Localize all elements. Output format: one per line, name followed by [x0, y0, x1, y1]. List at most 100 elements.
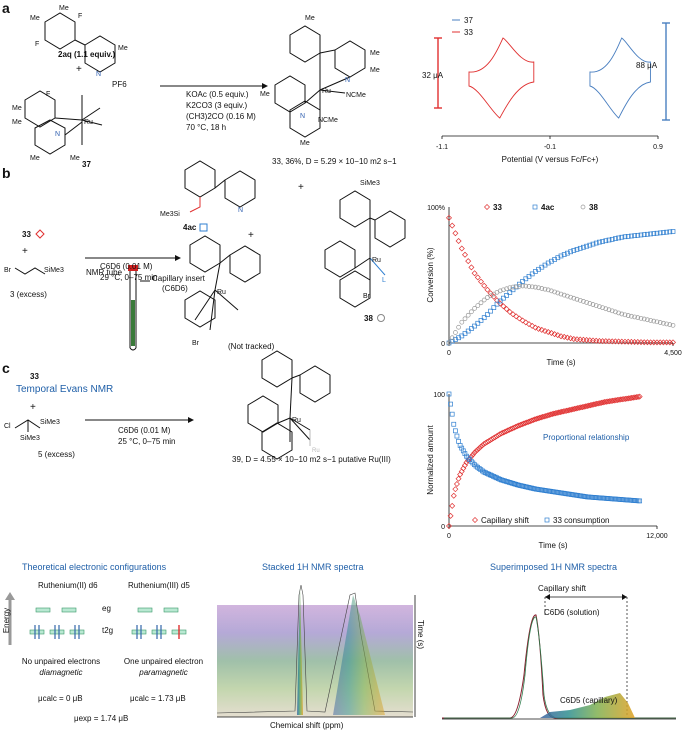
data-point-Capillary-shift — [631, 394, 638, 401]
capillary-label: C6D5 (capillary) — [560, 696, 618, 705]
svg-text:Br: Br — [4, 267, 12, 274]
label-4ac: 4ac — [183, 223, 197, 232]
data-point-33 — [663, 339, 670, 346]
data-point-Capillary-shift — [612, 397, 619, 404]
data-point-Capillary-shift — [600, 399, 607, 406]
data-point-Capillary-shift — [522, 420, 529, 427]
data-point-4ac — [520, 279, 525, 284]
svg-text:Me: Me — [12, 105, 22, 112]
data-point-4ac — [654, 230, 660, 236]
cond-a-1: KOAc (0.5 equiv.) — [186, 90, 249, 99]
data-point-38 — [667, 322, 673, 327]
data-point-38 — [590, 302, 596, 307]
data-point-4ac — [613, 236, 618, 241]
data-point-33-consumption — [487, 472, 493, 478]
y-axis-label: Conversion (%) — [426, 247, 435, 302]
data-point-38 — [561, 292, 567, 298]
data-point-Capillary-shift — [547, 411, 554, 418]
data-point-38 — [446, 340, 452, 346]
data-point-38 — [459, 319, 465, 325]
data-point-33 — [484, 286, 491, 293]
y-tick-label: 100 — [433, 392, 445, 399]
plus-b: + — [22, 246, 28, 257]
data-point-33-consumption — [499, 477, 504, 483]
data-point-33 — [494, 297, 500, 304]
data-point-Capillary-shift — [603, 398, 610, 405]
data-point-33 — [465, 258, 472, 265]
svg-text:Me: Me — [30, 155, 40, 162]
data-point-33 — [455, 237, 462, 244]
plus-b-2: + — [298, 182, 304, 193]
cond-c-2: 25 °C, 0–75 min — [118, 437, 176, 446]
data-point-Capillary-shift — [473, 448, 480, 455]
data-point-4ac — [577, 245, 583, 251]
data-point-Capillary-shift — [601, 398, 608, 405]
data-point-33-consumption — [462, 451, 468, 456]
data-point-Capillary-shift — [568, 406, 575, 413]
product-33-label: 33, 36%, D = 5.29 × 10−10 m2 s−1 — [272, 157, 397, 166]
label-33-b: 33 — [22, 230, 31, 239]
data-point-4ac — [472, 323, 477, 329]
data-point-33 — [564, 334, 571, 341]
data-point-Capillary-shift — [531, 416, 538, 423]
label-33-c: 33 — [30, 372, 39, 381]
data-point-Capillary-shift — [447, 512, 454, 519]
data-point-Capillary-shift — [541, 413, 548, 420]
data-point-38 — [552, 289, 557, 295]
data-point-Capillary-shift — [576, 404, 583, 411]
data-point-4ac — [651, 231, 657, 236]
data-point-4ac — [600, 239, 605, 244]
ru3-desc-1: One unpaired electron — [123, 657, 204, 666]
data-point-Capillary-shift — [474, 446, 481, 453]
x-tick-label: 12,000 — [646, 533, 668, 540]
data-point-4ac — [641, 232, 647, 237]
legend-label-consumption: 33 consumption — [553, 516, 609, 525]
data-point-4ac — [635, 232, 641, 238]
cv-x-tick-label: -1.1 — [436, 144, 448, 151]
structure-39: Ru Ru — [247, 350, 331, 460]
data-point-38 — [504, 286, 509, 292]
data-point-33-consumption — [491, 474, 496, 479]
data-point-33 — [516, 315, 523, 322]
data-point-33-consumption — [637, 498, 643, 504]
data-point-4ac — [603, 238, 609, 244]
data-point-Capillary-shift — [592, 401, 599, 408]
data-point-4ac — [526, 274, 532, 279]
annotation-proportional: Proportional relationship — [543, 433, 630, 442]
label-37: 37 — [82, 160, 91, 169]
data-point-4ac — [616, 235, 621, 241]
svg-text:N: N — [55, 131, 60, 138]
data-point-38 — [616, 310, 621, 316]
data-point-Capillary-shift — [620, 396, 627, 403]
data-point-Capillary-shift — [611, 397, 618, 404]
data-point-38 — [619, 311, 625, 317]
data-point-4ac — [497, 298, 503, 304]
data-point-33 — [628, 338, 635, 345]
svg-text:Ru: Ru — [322, 88, 331, 95]
ru3-desc-2: paramagnetic — [139, 668, 188, 677]
data-point-33 — [647, 339, 654, 346]
data-point-33-consumption — [453, 428, 458, 434]
data-point-33 — [522, 319, 529, 326]
data-point-33-consumption — [518, 483, 523, 488]
data-point-38 — [645, 317, 650, 323]
x-tick-label: 0 — [447, 350, 451, 357]
data-point-38 — [625, 313, 631, 318]
data-point-33-consumption — [454, 433, 460, 439]
ru2-desc-1: No unpaired electrons — [21, 657, 101, 666]
svg-text:Me: Me — [70, 155, 80, 162]
data-point-Capillary-shift — [598, 399, 605, 406]
data-point-Capillary-shift — [455, 475, 462, 482]
data-point-Capillary-shift — [609, 397, 616, 404]
data-point-38 — [529, 284, 535, 290]
data-point-Capillary-shift — [469, 451, 476, 458]
mu-exp: μexp = 1.74 μB — [74, 714, 129, 723]
data-point-33 — [500, 303, 507, 310]
data-point-Capillary-shift — [589, 401, 595, 408]
svg-text:Me: Me — [370, 50, 380, 57]
data-point-38 — [533, 284, 538, 290]
data-point-38 — [622, 312, 628, 318]
mu-calc-ru3: μcalc = 1.73 μB — [130, 694, 186, 703]
cv-scale-label-37: 88 μA — [636, 61, 658, 70]
data-point-4ac — [574, 247, 580, 252]
